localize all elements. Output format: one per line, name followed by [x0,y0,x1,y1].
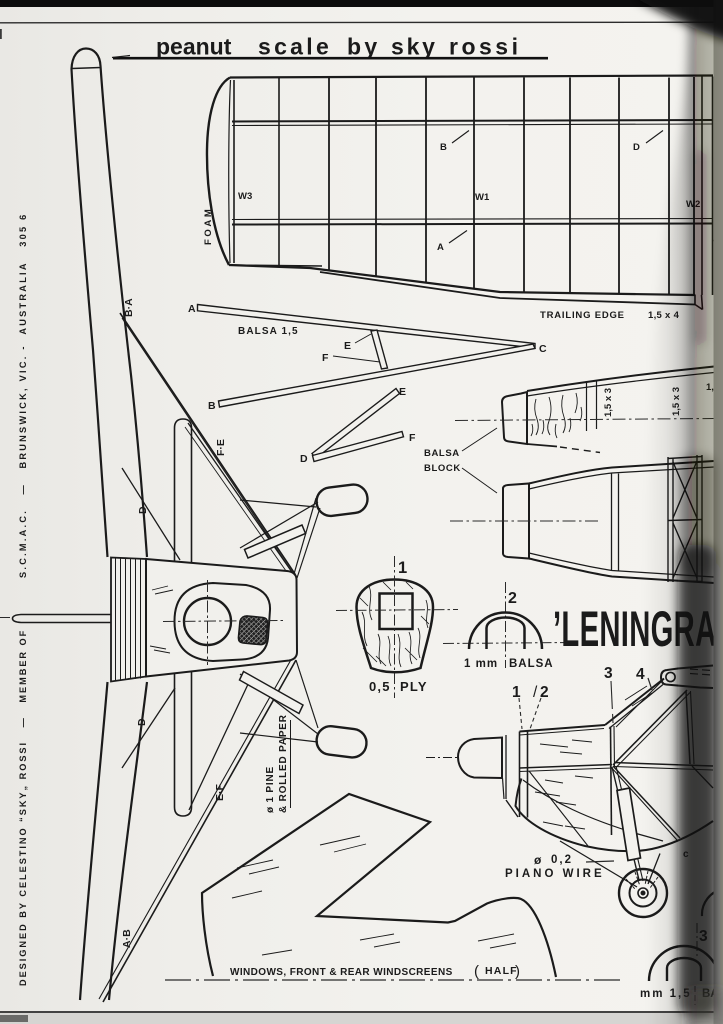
svg-text:BALSA: BALSA [424,448,460,459]
svg-text:): ) [515,963,520,980]
svg-text:E: E [344,340,351,352]
svg-text:(: ( [474,963,479,980]
svg-text:C: C [539,343,547,355]
svg-text:S.C.M.A.C. — BRUNSWICK, V: S.C.M.A.C. — BRUNSWICK, VIC. - AUSTRALIA… [18,214,28,578]
svg-text:sky: sky [391,34,438,60]
svg-text:E: E [399,386,406,398]
svg-text:D: D [300,453,308,465]
svg-text:PIANO WIRE: PIANO WIRE [505,868,605,880]
svg-text:PLY: PLY [400,679,428,694]
svg-text:BALSA 1,5: BALSA 1,5 [238,326,299,337]
svg-text:scale: scale [258,34,332,60]
svg-text:F: F [409,432,416,444]
svg-text:& ROLLED PAPER: & ROLLED PAPER [278,714,289,813]
svg-text:F·E: F·E [215,439,227,456]
svg-text:2: 2 [540,684,549,701]
svg-text:D: D [136,718,148,726]
svg-text:A: A [188,303,196,315]
svg-text:B: B [208,400,216,412]
svg-text:0,5: 0,5 [369,679,391,694]
svg-text:HALF: HALF [485,965,518,977]
svg-text:B: B [440,142,447,153]
svg-text:FOAM: FOAM [203,207,214,245]
svg-text:D: D [137,506,149,514]
svg-text:BALSA: BALSA [509,658,554,670]
svg-text:ø 1 PINE: ø 1 PINE [265,766,276,813]
svg-text:2: 2 [508,590,517,607]
svg-text:W1: W1 [475,192,490,203]
svg-text:0,2: 0,2 [551,854,573,866]
svg-text:A: A [437,242,444,253]
svg-text:WINDOWS, FRONT & REAR WINDSCRE: WINDOWS, FRONT & REAR WINDSCREENS [230,967,453,978]
svg-text:3: 3 [604,665,613,682]
svg-text:peanut: peanut [156,34,232,60]
svg-text:D: D [633,142,640,153]
svg-text:ø: ø [534,853,542,867]
svg-text:F: F [322,352,329,364]
svg-text:1: 1 [512,684,521,701]
svg-text:4: 4 [636,666,645,683]
svg-text:DESIGNED BY CELESTINO “SKY„: DESIGNED BY CELESTINO “SKY„ ROSSI — MEMB… [18,630,28,986]
svg-text:A·B: A·B [121,929,133,948]
svg-text:1 mm: 1 mm [464,658,498,670]
svg-text:1,5 x 3: 1,5 x 3 [603,388,614,417]
svg-text:BLOCK: BLOCK [424,463,461,474]
svg-text:/: / [533,684,538,701]
svg-text:E·F: E·F [214,784,226,802]
svg-text:B·A: B·A [123,298,135,317]
svg-text:1: 1 [398,559,407,577]
svg-text:by: by [347,34,380,60]
svg-text:W3: W3 [238,191,252,202]
svg-text:rossi: rossi [449,34,521,60]
svg-text:TRAILING EDGE: TRAILING EDGE [540,310,625,321]
